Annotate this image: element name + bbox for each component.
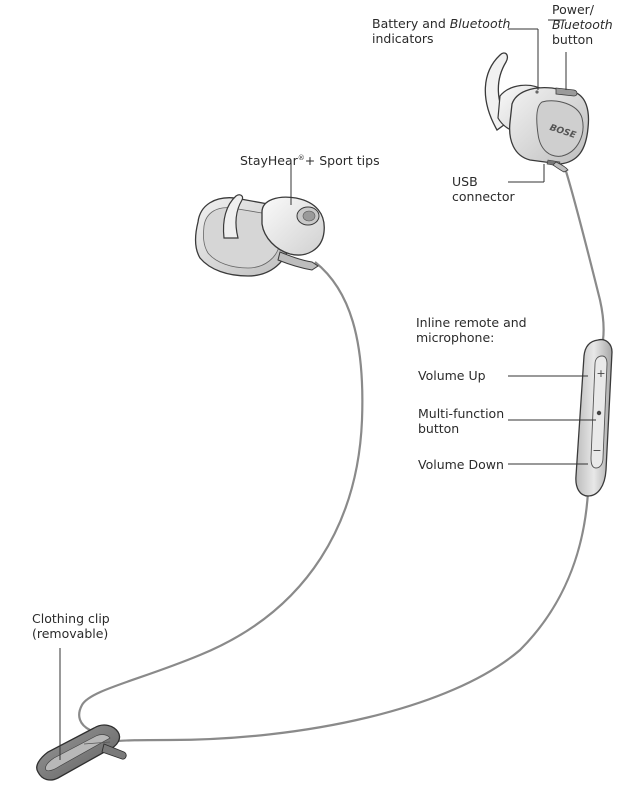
inline-remote-label: Inline remote and microphone:: [416, 315, 527, 345]
cable: [78, 167, 605, 744]
left-earbud: [194, 194, 325, 277]
volume-up-symbol: +: [596, 367, 605, 380]
volume-down-label: Volume Down: [418, 457, 504, 472]
clothing-clip: [36, 724, 127, 781]
battery-bluetooth-label: Battery and Bluetooth indicators: [372, 16, 511, 46]
clothing-clip-label: Clothing clip (removable): [32, 611, 110, 641]
multi-function-dot: [596, 410, 602, 416]
volume-down-symbol: −: [592, 444, 601, 457]
power-button-label: Power/ Bluetooth button: [552, 2, 613, 47]
stayhear-tips-label: StayHear®+ Sport tips: [240, 153, 380, 169]
volume-up-label: Volume Up: [418, 368, 486, 383]
inline-remote: + −: [575, 338, 613, 497]
usb-connector-label: USB connector: [452, 174, 515, 204]
right-earbud: BOSE: [484, 52, 590, 173]
leader-lines: [59, 19, 596, 760]
multi-function-label: Multi-function button: [418, 406, 505, 436]
